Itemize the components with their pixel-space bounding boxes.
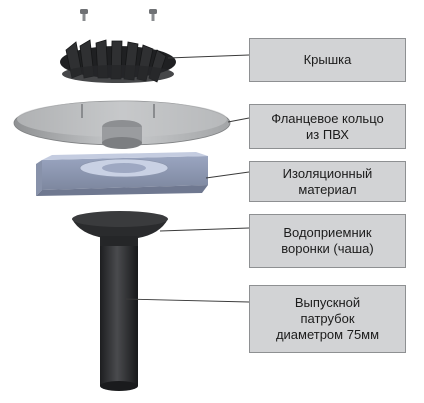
screw-right: [149, 9, 157, 21]
leader-line-outlet: [125, 298, 250, 303]
funnel-bowl-part: [72, 211, 168, 250]
label-lid: Крышка: [249, 38, 406, 82]
label-insulation: Изоляционный материал: [249, 161, 406, 202]
insulation-block-part: [36, 152, 208, 196]
label-outlet-pipe: Выпускной патрубок диаметром 75мм: [249, 285, 406, 353]
lid-part: [60, 39, 176, 83]
outlet-pipe-part: [100, 246, 138, 391]
screw-left: [80, 9, 88, 21]
flange-ring-part: [13, 100, 231, 149]
leader-line-flange: [227, 117, 250, 123]
label-flange-ring: Фланцевое кольцо из ПВХ: [249, 104, 406, 149]
label-funnel-bowl: Водоприемник воронки (чаша): [249, 214, 406, 268]
leader-line-insulation: [205, 171, 250, 179]
leader-line-funnel: [159, 227, 250, 232]
leader-line-lid: [167, 54, 250, 59]
